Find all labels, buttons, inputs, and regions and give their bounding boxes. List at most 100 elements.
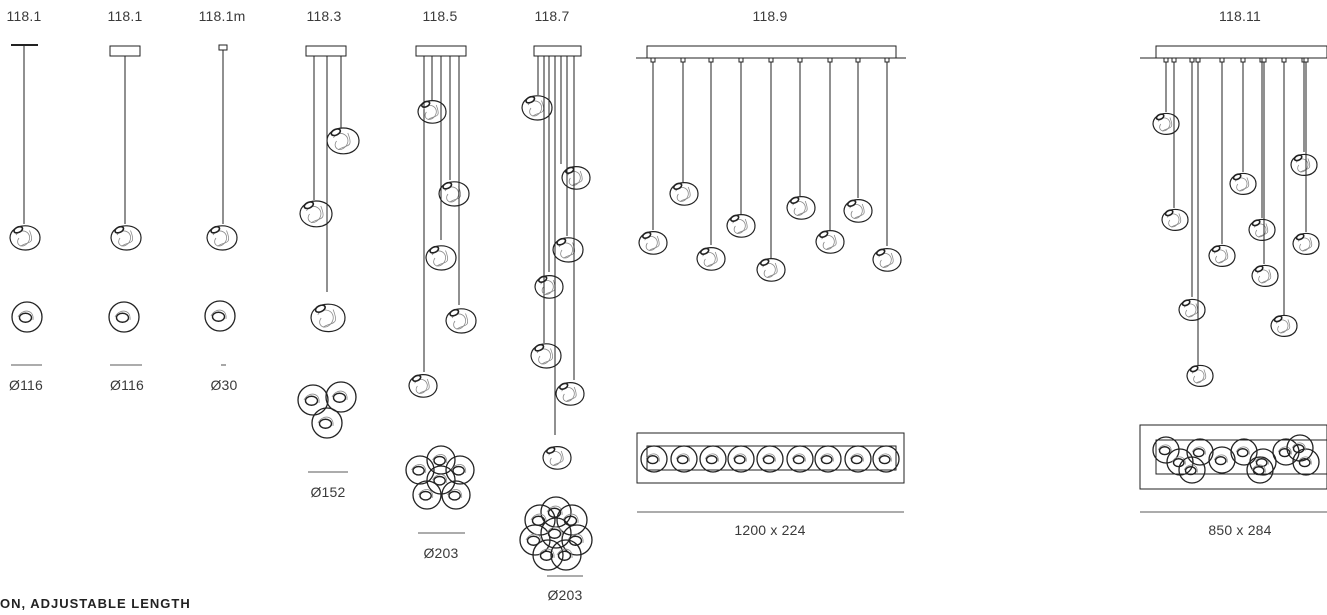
plan-view-bubble-7	[550, 539, 582, 571]
plan-view-bubble-3-swirl	[1191, 446, 1206, 455]
plan-view-canopy	[646, 445, 897, 471]
plan-view-bubble-8	[540, 517, 572, 549]
glass-bubble-6-socket	[789, 196, 800, 204]
glass-bubble	[206, 225, 238, 251]
model-label-118-11: 118.11	[1219, 8, 1261, 24]
glass-bubble-swirl-2	[20, 230, 33, 247]
plan-view-bubble-1-swirl	[546, 505, 563, 516]
glass-bubble-7-swirl-2	[1257, 223, 1269, 238]
plan-view-bubble-1-swirl	[645, 453, 660, 462]
plan-view-bubble-6-socket	[792, 455, 805, 465]
glass-bubble-socket	[114, 225, 125, 234]
plan-view-bubble-3-swirl	[562, 513, 579, 524]
glass-bubble-5	[1208, 244, 1236, 267]
plan-view-bubble-5	[756, 445, 784, 473]
plan-view-bubble-1-swirl	[1157, 444, 1172, 453]
glass-bubble-2	[417, 100, 447, 124]
glass-bubble-5	[561, 166, 591, 190]
pendant-118-11	[1139, 45, 1327, 513]
plan-view-bubble-3-outline	[311, 407, 343, 439]
glass-bubble-3-socket	[429, 245, 440, 254]
cord-grip-2	[1171, 57, 1177, 63]
plan-view-bubble-5-socket	[762, 455, 775, 465]
plan-view-bubble-2-swirl	[331, 390, 348, 401]
glass-bubble-2-socket	[534, 343, 545, 352]
plan-view-bubble-6-outline	[532, 539, 564, 571]
plan-view-bubble-outline	[11, 301, 43, 333]
plan-view-bubble-5-outline	[756, 445, 784, 473]
glass-bubble-5-swirl-2	[766, 262, 778, 279]
plan-view-bubble-1-socket	[646, 455, 659, 465]
plan-view-bubble-2-outline	[325, 381, 357, 413]
plan-view-bubble-4	[1208, 446, 1236, 474]
plan-view-bubble-8-swirl	[546, 526, 563, 537]
plan-view-bubble-8	[1292, 448, 1320, 476]
plan-view-bubble-7-swirl	[819, 453, 834, 462]
glass-bubble-1-swirl-2	[648, 235, 660, 252]
cord-grip-8	[855, 57, 861, 63]
glass-bubble-socket	[210, 225, 221, 234]
plan-view-bubble-8-socket	[547, 528, 562, 539]
cord-grip-1	[1163, 57, 1169, 63]
plan-view-bubble-10	[1246, 456, 1274, 484]
plan-view-bubble-2-swirl	[675, 453, 690, 462]
pendant-118-1m	[204, 44, 238, 366]
model-label-118-9: 118.9	[752, 8, 788, 24]
plan-view-bubble-socket	[18, 312, 33, 323]
glass-bubble-3	[696, 247, 726, 271]
glass-bubble-4	[542, 446, 572, 470]
glass-bubble-1-socket	[303, 201, 315, 210]
glass-bubble-3-swirl	[333, 133, 349, 150]
glass-bubble-2	[1161, 208, 1189, 231]
glass-bubble-10-swirl-2	[1299, 158, 1311, 173]
glass-bubble-1	[521, 95, 553, 121]
plan-view-bubble	[108, 301, 140, 333]
glass-bubble-6	[786, 196, 816, 220]
cord-grip-11	[1303, 57, 1309, 63]
glass-bubble-swirl-2	[217, 230, 230, 247]
glass-bubble-7-swirl-2	[565, 386, 577, 403]
dimension-label-118-3: Ø152	[310, 484, 346, 500]
plan-view-bubble-2	[325, 381, 357, 413]
glass-bubble-7	[815, 230, 845, 254]
glass-bubble-10-socket	[1293, 154, 1303, 162]
plan-view-bubble-3-outline	[441, 480, 471, 510]
plan-view-bubble-2-socket	[531, 515, 546, 526]
cord-grip-5	[1219, 57, 1225, 63]
plan-view-bubble-1-socket	[304, 395, 319, 406]
plan-view-bubble-2-swirl	[1171, 456, 1186, 465]
plan-view-bubble-3-swirl	[317, 416, 334, 427]
glass-bubble-2	[669, 182, 699, 206]
glass-bubble-5	[445, 308, 477, 334]
plan-view-bubble-6-swirl	[432, 474, 448, 483]
plan-view-bubble-5	[1230, 438, 1258, 466]
plan-view-bubble-swirl	[17, 310, 34, 321]
cord-grip-9	[884, 57, 890, 63]
glass-bubble-4	[1186, 364, 1214, 387]
plan-view-bubble-3-outline	[1186, 438, 1214, 466]
plan-view-bubble-8-outline	[1292, 448, 1320, 476]
glass-bubble-4	[438, 181, 470, 207]
glass-bubble-3-socket	[1181, 299, 1191, 307]
glass-bubble-11	[1292, 232, 1320, 255]
canopy	[646, 45, 897, 59]
plan-view-bubble-4-outline	[727, 445, 755, 473]
plan-view-bubble-3-socket	[705, 455, 718, 465]
glass-bubble-8-socket	[846, 199, 857, 207]
plan-view-bubble-9-socket	[1184, 466, 1197, 476]
plan-view-bubble-1	[297, 384, 329, 416]
glass-bubble-4-socket	[442, 181, 453, 190]
glass-bubble-2-swirl-2	[541, 348, 554, 365]
plan-view-bubble-10-socket	[1252, 466, 1265, 476]
glass-bubble-8	[843, 199, 873, 223]
plan-view-bubble-1-outline	[297, 384, 329, 416]
plan-view-bubble-1	[640, 445, 668, 473]
plan-view-bubble-4-socket	[1214, 456, 1227, 466]
plan-view-bubble-2-outline	[445, 455, 475, 485]
plan-view-bubble-2	[670, 445, 698, 473]
plan-view-bubble-2-outline	[670, 445, 698, 473]
plan-view-bubble-8	[844, 445, 872, 473]
plan-view-bubble-2-socket	[1172, 458, 1185, 468]
